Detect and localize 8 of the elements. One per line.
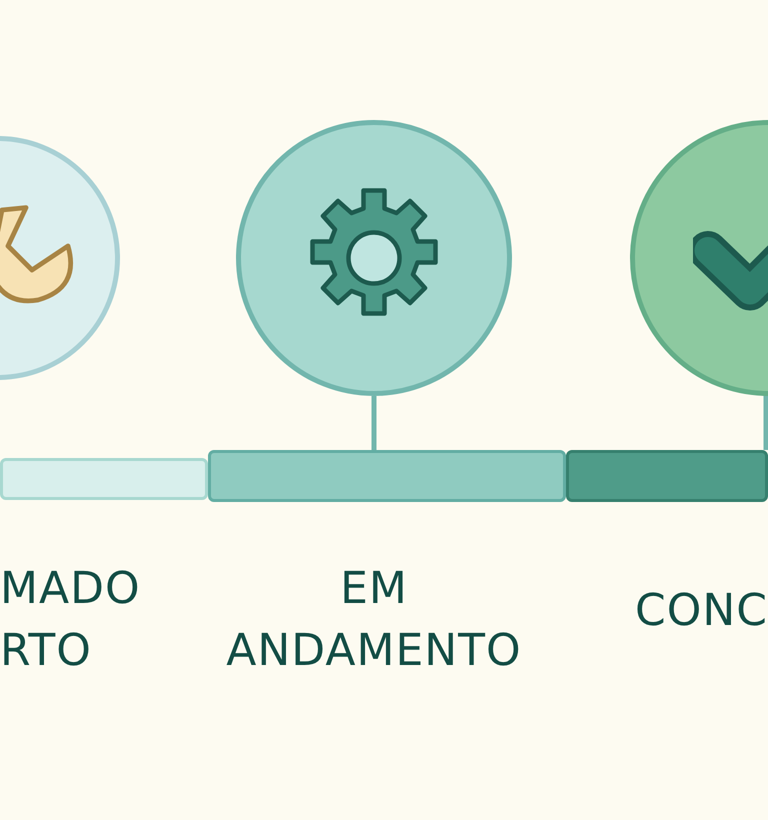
status-label: CONC	[634, 584, 768, 638]
status-label: MADO RTO	[0, 562, 140, 678]
status-label: EM ANDAMENTO	[225, 562, 523, 678]
connector-line	[372, 396, 376, 450]
progress-bar-segment	[0, 458, 208, 500]
connector-line	[764, 396, 768, 450]
progress-bar-segment	[208, 450, 566, 502]
progress-bar-segment	[566, 450, 768, 502]
